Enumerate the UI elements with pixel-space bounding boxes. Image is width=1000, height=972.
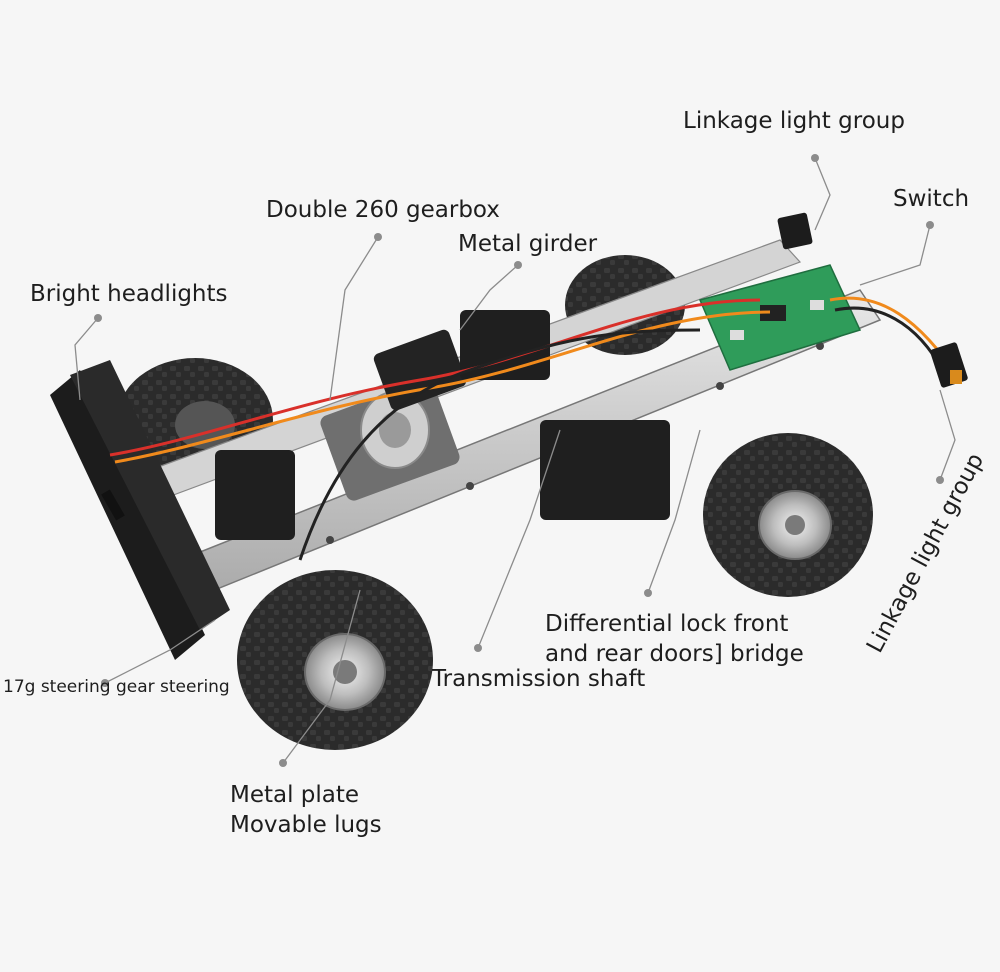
label-movable-lugs: Movable lugs — [230, 812, 382, 838]
label-bright-headlights: Bright headlights — [30, 281, 228, 307]
label-differential-lock-line2: and rear doors] bridge — [545, 641, 804, 667]
callout-leaders — [74, 157, 956, 764]
battery-box — [215, 310, 670, 540]
label-linkage-light-group-top: Linkage light group — [683, 108, 905, 134]
control-board — [698, 264, 862, 371]
switch-plug — [777, 212, 968, 388]
wiring-harness — [109, 296, 962, 561]
callout-dots — [94, 154, 944, 767]
label-double-260-gearbox: Double 260 gearbox — [266, 197, 500, 223]
label-transmission-shaft: Transmission shaft — [432, 666, 646, 692]
label-differential-lock-line1: Differential lock front — [545, 611, 789, 637]
label-17g-steering-gear: 17g steering gear steering — [3, 677, 230, 697]
front-near-wheel — [237, 570, 433, 750]
label-metal-plate: Metal plate — [230, 782, 360, 808]
label-switch: Switch — [893, 186, 970, 212]
front-bumper — [50, 360, 230, 660]
rear-near-wheel — [703, 433, 873, 597]
label-metal-girder: Metal girder — [458, 231, 598, 257]
gearbox-block — [320, 329, 467, 501]
